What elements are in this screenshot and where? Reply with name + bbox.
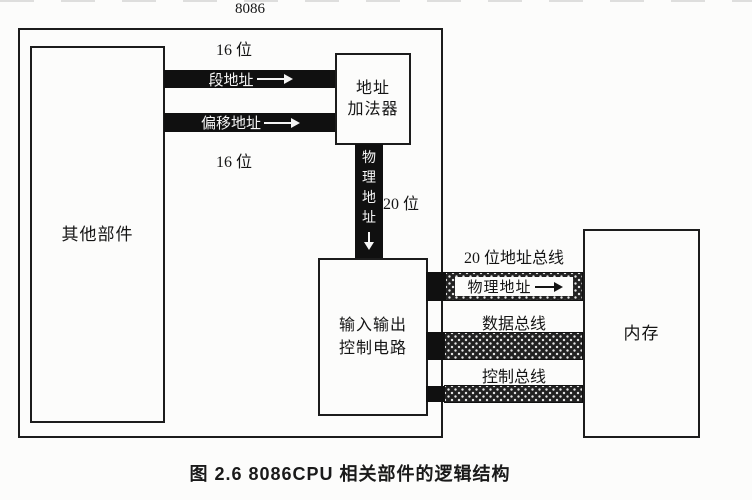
memory-label: 内存 <box>623 323 660 343</box>
physical-address-vertical-bar: 物理地址 <box>355 144 383 258</box>
address-adder-label-line1: 地址 <box>355 80 390 97</box>
bit16-bottom-label: 16 位 <box>215 154 252 171</box>
chip-label: 8086 <box>235 1 265 17</box>
io-control-label-line1: 输入输出 <box>338 317 407 334</box>
control-bus-label: 控制总线 <box>481 369 546 386</box>
data-bus-band <box>444 332 583 360</box>
io-control-label-line2: 控制电路 <box>338 340 407 357</box>
address-bus-label: 20 位地址总线 <box>463 250 564 267</box>
data-bus-label: 数据总线 <box>481 316 546 333</box>
memory-box: 内存 <box>583 229 700 438</box>
right-arrow-icon <box>534 281 563 292</box>
physical-address-bus-label: 物理地址 <box>467 280 532 296</box>
bit20-label: 20 位 <box>383 196 420 213</box>
control-bus-band <box>444 385 583 403</box>
offset-address-label: 偏移地址 <box>200 116 261 132</box>
physical-address-bus-inner: 物理地址 <box>455 277 573 296</box>
segment-address-bar: 段地址 <box>164 70 335 89</box>
address-bus-connector <box>426 272 446 301</box>
offset-address-bar: 偏移地址 <box>164 113 335 132</box>
segment-address-label: 段地址 <box>208 72 254 89</box>
address-adder-box: 地址 加法器 <box>335 53 411 145</box>
other-components-box: 其他部件 <box>30 46 165 423</box>
control-bus-connector <box>426 386 446 402</box>
address-bus-band: 物理地址 <box>445 272 583 301</box>
other-components-label: 其他部件 <box>61 224 134 244</box>
down-arrow-icon <box>364 232 374 250</box>
bit16-top-label: 16 位 <box>215 42 252 59</box>
io-control-box: 输入输出 控制电路 <box>318 258 428 416</box>
address-adder-label-line2: 加法器 <box>347 101 399 118</box>
scan-artifact-line <box>0 0 752 2</box>
right-arrow-icon <box>264 117 300 128</box>
figure-caption: 图 2.6 8086CPU 相关部件的逻辑结构 <box>189 464 511 484</box>
data-bus-connector <box>426 332 446 360</box>
right-arrow-icon <box>256 74 293 84</box>
physical-address-vertical-label: 物理地址 <box>362 151 376 226</box>
